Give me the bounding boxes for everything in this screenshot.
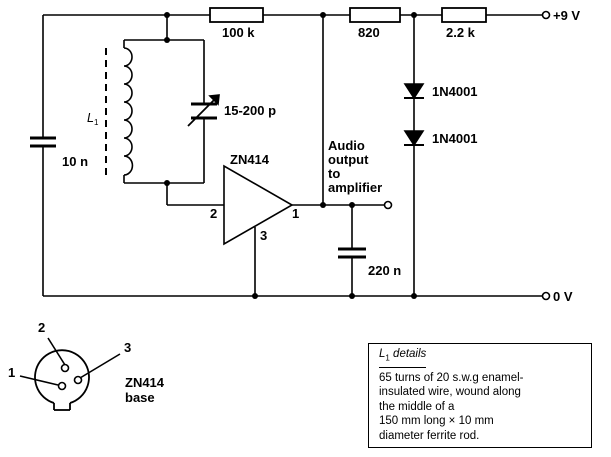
output-label-line4: amplifier: [328, 180, 382, 195]
capacitor-10n: [30, 15, 56, 296]
ground-rail-label: 0 V: [553, 289, 573, 304]
diode2-label: 1N4001: [432, 131, 478, 146]
zn414-base-diagram: [19, 337, 121, 411]
ic-label: ZN414: [230, 152, 270, 167]
resistor-820: [349, 7, 401, 23]
coil-details-line3: the middle of a: [379, 400, 455, 413]
capacitor-220n: [338, 205, 366, 296]
zn414-ic: [166, 164, 393, 296]
base-pin2-label: 2: [38, 320, 45, 335]
resistor-2k2: [441, 7, 487, 23]
base-label-line2: base: [125, 390, 155, 405]
ic-pin-3: 3: [260, 228, 267, 243]
ic-pin-2: 2: [210, 206, 217, 221]
coil-details-title: L1 details: [379, 347, 427, 368]
coil-details-line5: diameter ferrite rod.: [379, 429, 480, 442]
variable-capacitor-label: 15-200 p: [224, 103, 276, 118]
capacitor-10n-label: 10 n: [62, 154, 88, 169]
diode1-label: 1N4001: [432, 84, 478, 99]
coil-l1: [105, 47, 134, 176]
ground-rail: [43, 291, 551, 301]
variable-capacitor: [187, 94, 220, 127]
output-label-line2: output: [328, 152, 369, 167]
coil-details-line4: 150 mm long × 10 mm: [379, 415, 494, 428]
junction-dots: [164, 12, 417, 299]
base-label-line1: ZN414: [125, 375, 165, 390]
positive-rail-label: +9 V: [553, 8, 580, 23]
positive-rail: [43, 10, 551, 20]
output-label-line3: to: [328, 166, 340, 181]
diode-chain: [403, 15, 425, 296]
resistor-100k: [209, 7, 264, 23]
coil-label: L1: [87, 111, 99, 127]
coil-details-line1: 65 turns of 20 s.w.g enamel-: [379, 371, 524, 384]
resistor-820-label: 820: [358, 25, 380, 40]
base-pin1-label: 1: [8, 365, 15, 380]
coil-details-line2: insulated wire, wound along: [379, 386, 521, 399]
resistor-100k-label: 100 k: [222, 25, 255, 40]
resistor-2k2-label: 2.2 k: [446, 25, 476, 40]
output-label-line1: Audio: [328, 138, 365, 153]
tuned-circuit-wiring: [123, 15, 205, 184]
ic-pin-1: 1: [292, 206, 299, 221]
capacitor-220n-label: 220 n: [368, 263, 401, 278]
base-pin3-label: 3: [124, 340, 131, 355]
coil-details-box: L1 details 65 turns of 20 s.w.g enamel- …: [368, 343, 592, 448]
